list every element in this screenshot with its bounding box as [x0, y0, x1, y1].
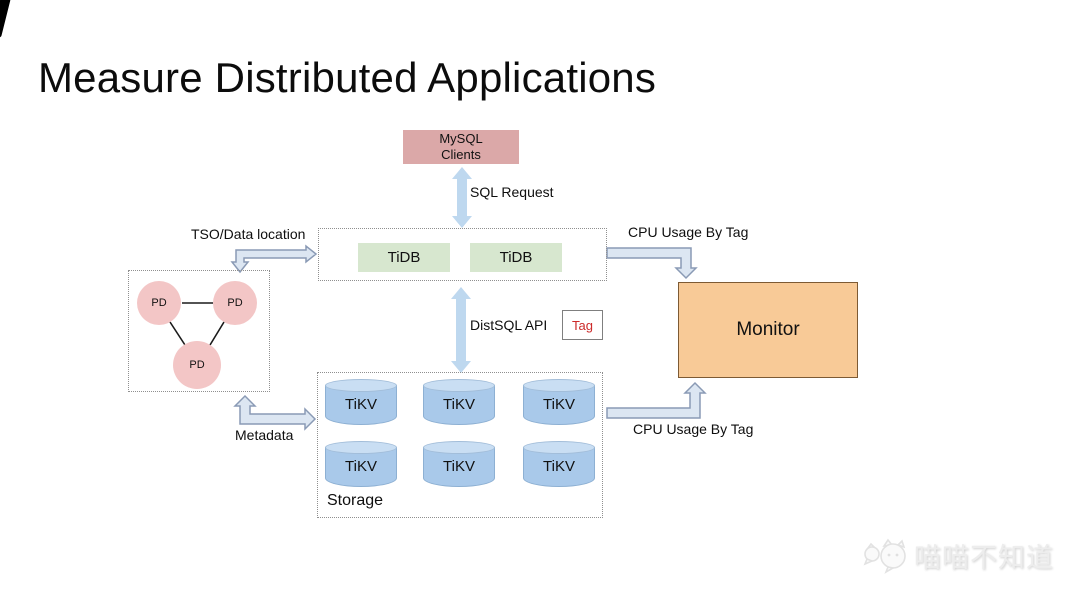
tikv-label: TiKV: [345, 396, 377, 413]
monitor-box: Monitor: [678, 282, 858, 378]
tikv-label: TiKV: [543, 396, 575, 413]
cylinder-top: [523, 441, 595, 454]
tikv-node: TiKV: [325, 441, 397, 487]
cylinder-top: [523, 379, 595, 392]
tag-label: Tag: [572, 317, 593, 333]
tidb-node: TiDB: [358, 243, 450, 272]
tidb-node: TiDB: [470, 243, 562, 272]
tikv-label: TiKV: [443, 396, 475, 413]
tikv-node: TiKV: [523, 379, 595, 425]
tikv-label: TiKV: [443, 458, 475, 475]
cylinder-top: [423, 379, 495, 392]
tikv-label: TiKV: [345, 458, 377, 475]
cpu-usage-bottom-label: CPU Usage By Tag: [633, 421, 754, 437]
database-cylinder-icon: TiKV: [423, 385, 495, 425]
watermark-text: 喵喵不知道: [914, 543, 1054, 573]
distsql-arrow: [451, 287, 471, 373]
pd-node: PD: [173, 341, 221, 389]
tikv-node: TiKV: [325, 379, 397, 425]
cylinder-top: [325, 441, 397, 454]
mysql-clients-box: MySQL Clients: [403, 130, 519, 164]
cpu-top-arrow: [606, 247, 698, 280]
pd-node: PD: [137, 281, 181, 325]
cat-logo-icon: [863, 538, 906, 574]
tso-elbow-arrow: [230, 244, 318, 274]
cpu-usage-top-label: CPU Usage By Tag: [628, 224, 749, 240]
mysql-clients-label: MySQL Clients: [439, 131, 483, 162]
tikv-node: TiKV: [423, 379, 495, 425]
tidb-cluster-box: [318, 228, 607, 281]
database-cylinder-icon: TiKV: [325, 447, 397, 487]
watermark: 喵喵不知道: [862, 536, 1054, 575]
metadata-elbow-arrow: [233, 394, 317, 431]
monitor-label: Monitor: [736, 319, 800, 340]
tag-box: Tag: [562, 310, 603, 340]
cylinder-top: [423, 441, 495, 454]
tikv-node: TiKV: [423, 441, 495, 487]
sql-request-arrow: [452, 167, 472, 228]
sql-request-label: SQL Request: [470, 184, 554, 200]
storage-cluster-box: [317, 372, 603, 518]
cpu-bottom-arrow: [606, 381, 707, 419]
storage-label: Storage: [327, 492, 384, 509]
metadata-label: Metadata: [235, 427, 294, 443]
tikv-label: TiKV: [543, 458, 575, 475]
tikv-node: TiKV: [523, 441, 595, 487]
pd-cluster-box: [128, 270, 270, 392]
corner-artifact: [0, 0, 11, 38]
page-title: Measure Distributed Applications: [38, 54, 657, 101]
pd-node: PD: [213, 281, 257, 325]
cylinder-top: [325, 379, 397, 392]
tso-data-location-label: TSO/Data location: [191, 226, 306, 242]
distsql-api-label: DistSQL API: [470, 317, 548, 333]
